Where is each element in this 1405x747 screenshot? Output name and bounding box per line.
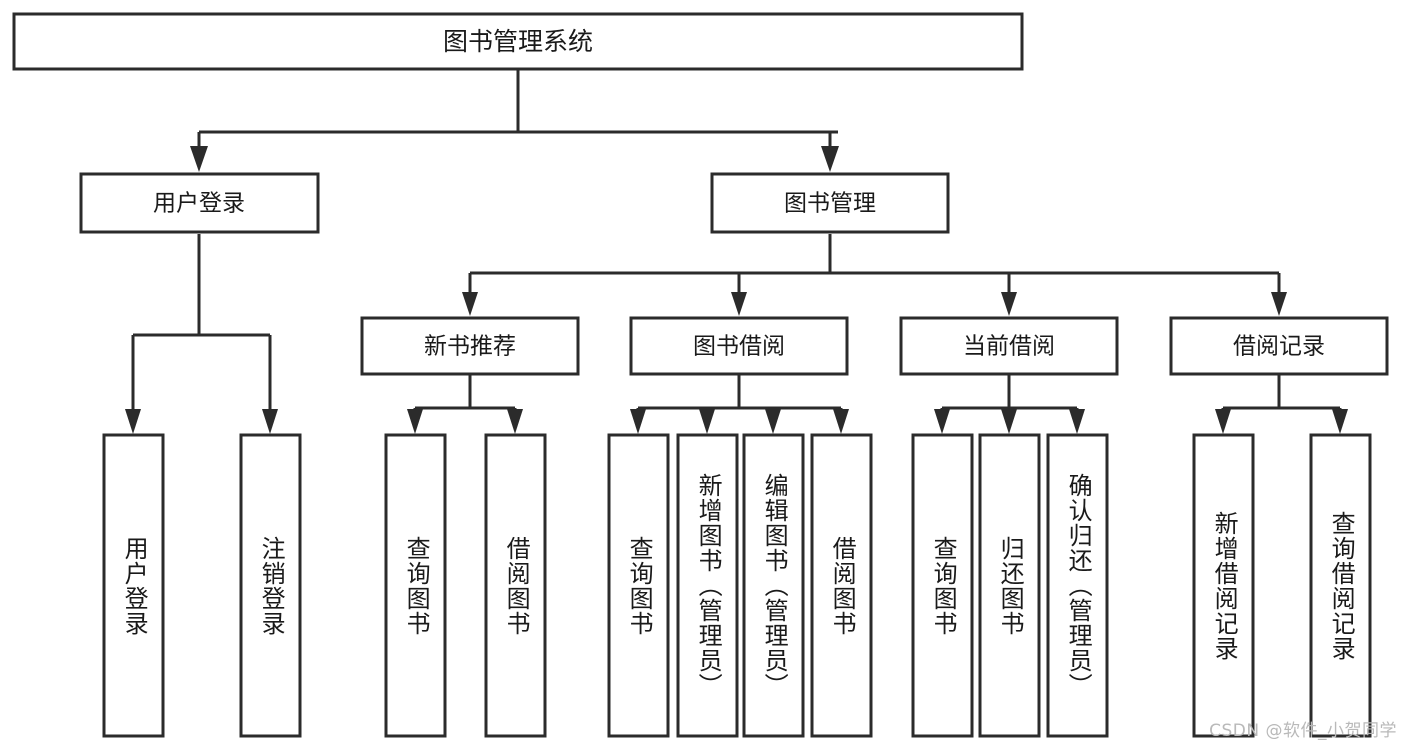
arrowhead-leaf-query-record xyxy=(1332,409,1348,434)
node-user-login[interactable]: 用户登录 xyxy=(79,172,320,234)
arrowhead-current-borrow xyxy=(1001,292,1017,316)
node-book-borrow[interactable]: 图书借阅 xyxy=(629,316,849,376)
node-leaf-edit-book[interactable] xyxy=(742,433,805,738)
csdn-watermark: CSDN @软件_小贺同学 xyxy=(1209,721,1397,741)
node-new-book-recommend-label: 新书推荐 xyxy=(424,334,516,360)
arrowhead-borrow-record xyxy=(1271,292,1287,316)
edge-root-trunk xyxy=(197,70,838,158)
node-book-management[interactable]: 图书管理 xyxy=(710,172,950,234)
arrowhead-leaf-query-book-1 xyxy=(407,409,423,434)
node-new-book-recommend[interactable]: 新书推荐 xyxy=(360,316,580,376)
arrowhead-leaf-return-book xyxy=(1001,409,1017,434)
node-leaf-logout-login[interactable] xyxy=(239,433,302,738)
arrowhead-leaf-add-book xyxy=(699,409,715,434)
arrowheads-layer xyxy=(125,146,1348,434)
node-book-management-label: 图书管理 xyxy=(784,191,876,217)
arrowhead-leaf-borrow-book-2 xyxy=(833,409,849,434)
edge-book-management-branch xyxy=(468,234,1281,302)
edge-borrow-record-branch xyxy=(1221,375,1342,420)
node-borrow-record-label: 借阅记录 xyxy=(1233,334,1325,360)
edges-layer xyxy=(131,70,1342,420)
node-leaf-query-record[interactable] xyxy=(1309,433,1372,738)
node-leaf-confirm-return[interactable] xyxy=(1046,433,1109,738)
node-leaf-borrow-book-2[interactable] xyxy=(810,433,873,738)
node-current-borrow-label: 当前借阅 xyxy=(963,334,1055,360)
edge-book-borrow-branch xyxy=(636,375,843,420)
node-leaf-query-book-1[interactable] xyxy=(384,433,447,738)
node-leaf-user-login[interactable] xyxy=(102,433,165,738)
arrowhead-leaf-logout-login xyxy=(262,409,278,434)
node-user-login-label: 用户登录 xyxy=(153,191,245,217)
node-book-borrow-label: 图书借阅 xyxy=(693,334,785,360)
node-borrow-record[interactable]: 借阅记录 xyxy=(1169,316,1389,376)
arrowhead-leaf-query-book-2 xyxy=(630,409,646,434)
arrowhead-leaf-query-book-3 xyxy=(934,409,950,434)
node-current-borrow[interactable]: 当前借阅 xyxy=(899,316,1119,376)
arrowhead-user-login xyxy=(190,146,208,172)
arrowhead-leaf-edit-book xyxy=(765,409,781,434)
node-leaf-borrow-book-1[interactable] xyxy=(484,433,547,738)
node-root[interactable]: 图书管理系统 xyxy=(12,12,1024,71)
node-leaf-add-book[interactable] xyxy=(676,433,739,738)
edge-user-login-branch xyxy=(131,234,272,420)
node-root-label: 图书管理系统 xyxy=(443,27,593,56)
node-leaf-query-book-2[interactable] xyxy=(607,433,670,738)
arrowhead-leaf-user-login xyxy=(125,409,141,434)
node-leaf-query-book-3[interactable] xyxy=(911,433,974,738)
arrowhead-leaf-add-record xyxy=(1215,409,1231,434)
arrowhead-leaf-borrow-book-1 xyxy=(507,409,523,434)
arrowhead-leaf-confirm-return xyxy=(1069,409,1085,434)
edge-new-book-recommend-branch xyxy=(413,375,517,420)
arrowhead-book-borrow xyxy=(731,292,747,316)
arrowhead-new-book-recommend xyxy=(462,292,478,316)
node-leaf-return-book[interactable] xyxy=(978,433,1041,738)
nodes-layer: 图书管理系统 用户登录 图书管理 新书推荐 图书借阅 xyxy=(12,12,1389,738)
arrowhead-book-management xyxy=(821,146,839,172)
node-leaf-add-record[interactable] xyxy=(1192,433,1255,738)
